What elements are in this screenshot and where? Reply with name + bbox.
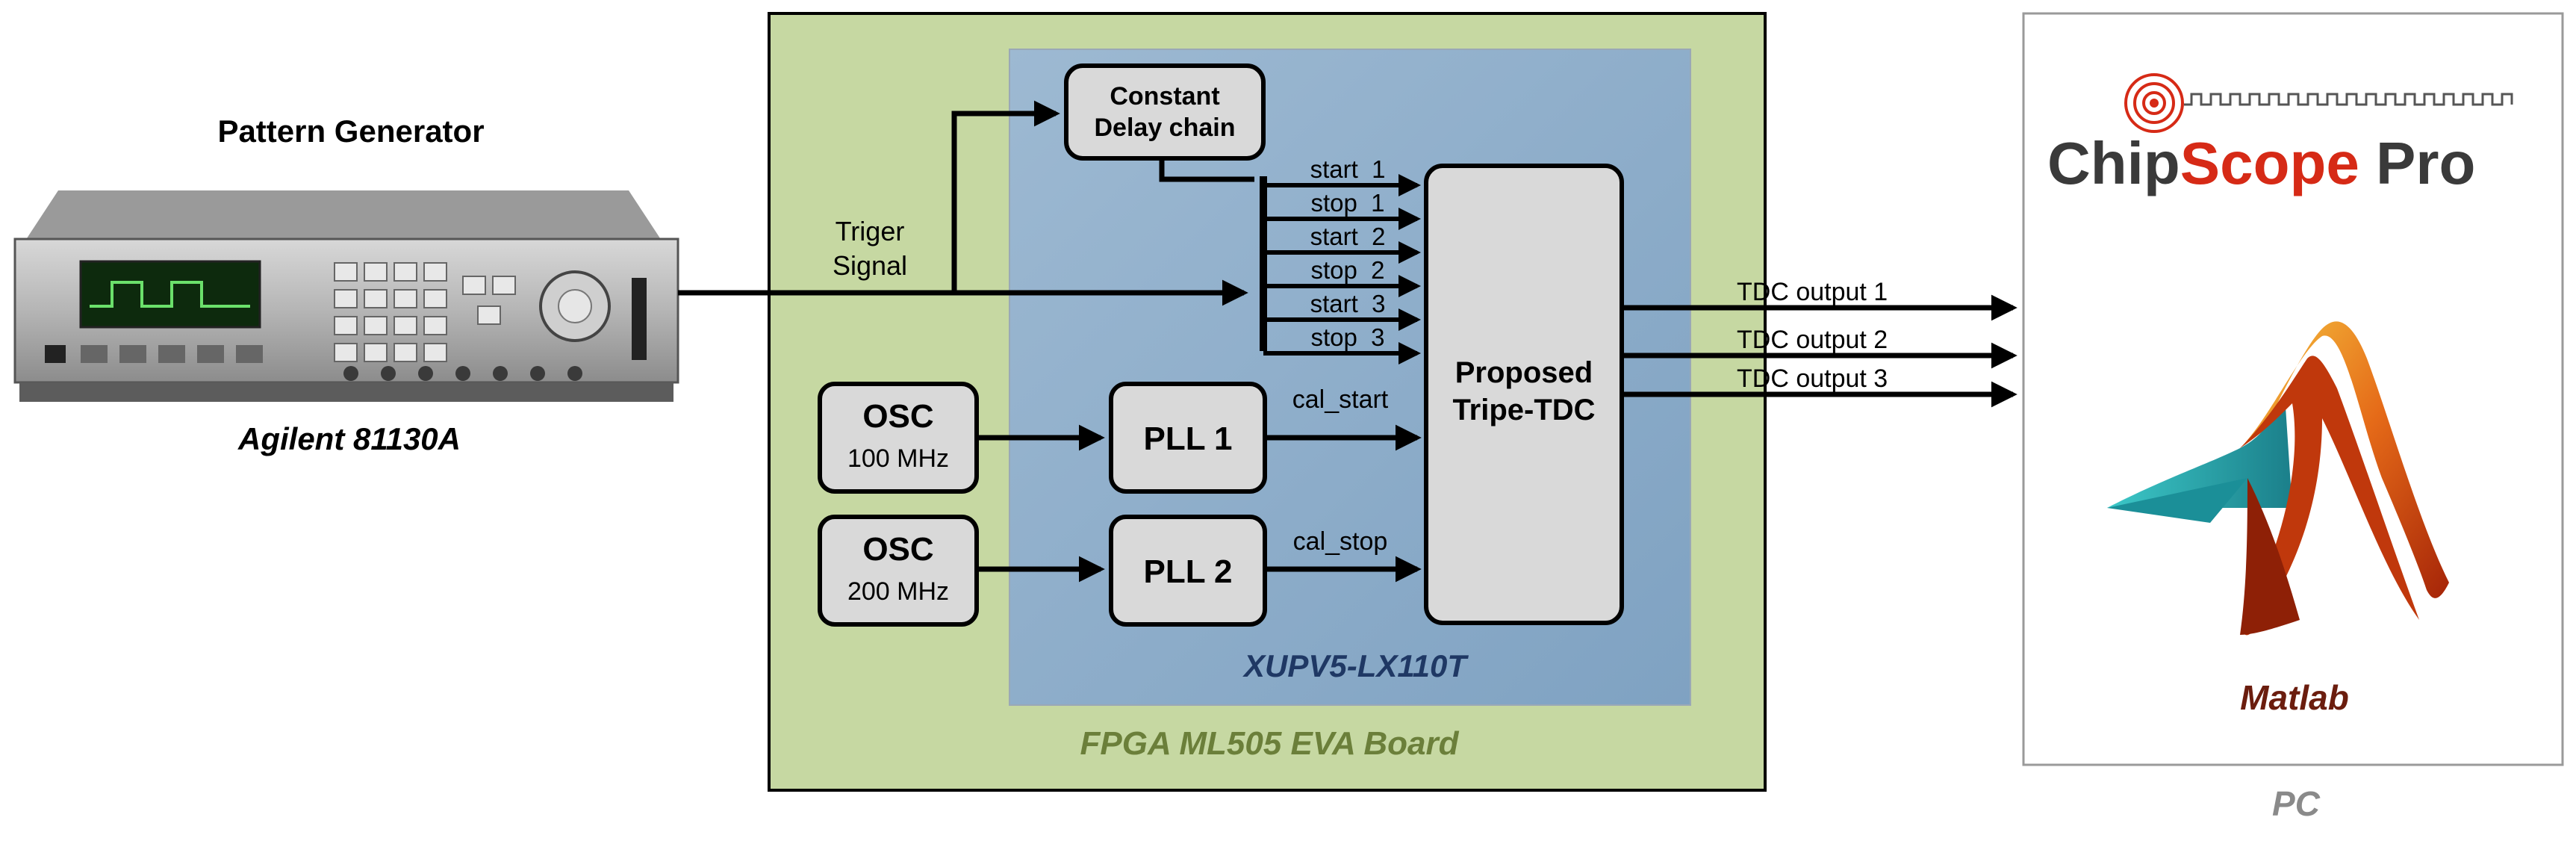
osc2-name: OSC: [862, 531, 933, 568]
signal-label-6: stop 3: [1310, 323, 1384, 351]
pll2-name: PLL 2: [1143, 553, 1232, 590]
delay-chain-label-line1: Constant: [1110, 82, 1219, 111]
tdc-label-line2: Tripe-TDC: [1452, 394, 1595, 426]
svg-text:ChipScope Pro: ChipScope Pro: [2047, 130, 2475, 196]
chipscope-text-chip: Chip: [2047, 130, 2180, 196]
trigger-label-line2: Signal: [833, 250, 907, 281]
signal-label-2: stop 1: [1310, 189, 1384, 217]
constant-delay-chain-block: [1064, 63, 1266, 161]
delay-output-line: [1159, 158, 1254, 182]
tdc-output3-label: TDC output 3: [1737, 364, 1888, 393]
pll2-output-label: cal_stop: [1293, 527, 1388, 556]
signal-generator-image: [13, 190, 679, 402]
pc-label: PC: [2272, 784, 2321, 823]
tdc-output1-label: TDC output 1: [1737, 278, 1888, 306]
chipscope-text-pro: Pro: [2359, 130, 2476, 196]
signal-label-3: start 2: [1310, 223, 1386, 250]
osc2-freq: 200 MHz: [847, 577, 949, 606]
matlab-logo: [2107, 321, 2449, 636]
signal-labels: start 1 stop 1 start 2 stop 2 start 3 stop 3: [1310, 155, 1386, 351]
signal-label-5: start 3: [1310, 290, 1386, 317]
osc1-name: OSC: [862, 398, 933, 435]
generator-title: Pattern Generator: [217, 114, 484, 149]
tdc-output2-label: TDC output 2: [1737, 326, 1888, 354]
board-label: FPGA ML505 EVA Board: [1080, 725, 1460, 762]
matlab-label: Matlab: [2240, 678, 2349, 717]
signal-label-4: stop 2: [1310, 256, 1384, 284]
fpga-chip-label: XUPV5-LX110T: [1242, 648, 1469, 683]
signal-arrows: [1263, 174, 1421, 364]
pll1-output-label: cal_start: [1292, 385, 1389, 414]
signal-label-1: start 1: [1310, 155, 1386, 183]
generator-model: Agilent 81130A: [237, 421, 461, 456]
chipscope-text-scope: Scope: [2180, 130, 2359, 196]
trigger-to-delay-line: [951, 100, 1060, 293]
osc1-freq: 100 MHz: [847, 444, 949, 473]
trigger-label-line1: Triger: [836, 216, 905, 246]
pll1-name: PLL 1: [1143, 420, 1232, 457]
delay-chain-label-line2: Delay chain: [1095, 114, 1236, 142]
chipscope-logo: ChipScope Pro: [2047, 73, 2513, 196]
tdc-label-line1: Proposed: [1455, 356, 1593, 389]
